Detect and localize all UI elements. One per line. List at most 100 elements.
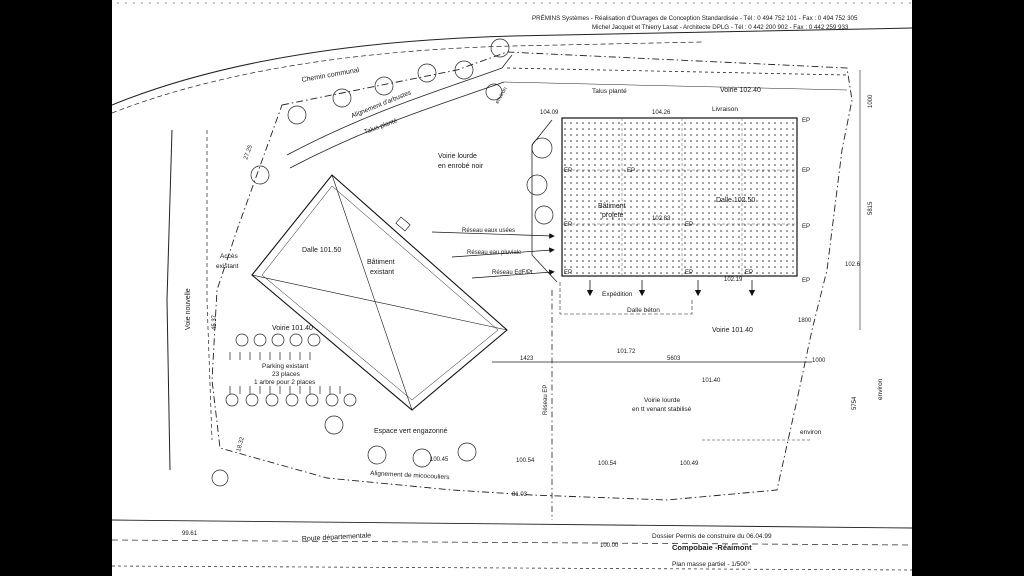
acces-existant-label-2: existant — [216, 263, 239, 270]
tree-cluster-left-of-building — [526, 137, 554, 225]
ep-marker: EP — [802, 118, 810, 124]
batiment-existant-label-2: existant — [370, 269, 394, 276]
voie-nouvelle-edge-left — [166, 129, 173, 471]
talus-label-top: Talus planté — [592, 88, 627, 95]
chemin-communal-label: Chemin communal — [301, 67, 360, 84]
level-104-26: 104.26 — [652, 110, 671, 116]
level-101-40: 101.40 — [702, 378, 721, 384]
parking-label-3: 1 arbre pour 2 places — [254, 379, 316, 386]
voirie-lourde-label: Voirie lourde — [438, 153, 477, 160]
environ-label-top: environ — [495, 86, 509, 105]
dalle-102-50-label: Dalle 102.50 — [716, 197, 755, 204]
level-102-6: 102.6 — [845, 262, 861, 268]
plan-sheet: PRÉMINS Systèmes - Réalisation d'Ouvrage… — [112, 0, 912, 576]
reseau-eaux-pluviales-label: Réseau eau pluviale — [467, 250, 522, 256]
talus-band-left-edge-b — [289, 81, 505, 169]
level-100-54-b: 100.54 — [598, 461, 617, 467]
footer-dossier: Dossier Permis de construire du 06.04.99 — [652, 533, 772, 540]
level-100-49: 100.49 — [680, 461, 699, 467]
parking-label-2: 23 places — [272, 371, 301, 378]
alignement-micocouliers-label: Alignement de micocouliers — [370, 470, 450, 481]
level-100-00: 100.00 — [600, 543, 619, 549]
talus-band-inner-edge — [503, 81, 848, 91]
dim-45-37: 45.37 — [212, 314, 218, 330]
talus-band-left-edge-a — [286, 54, 513, 156]
level-102-83: 102.83 — [652, 216, 671, 222]
level-100-45: 100.45 — [430, 457, 449, 463]
voirie-101-40-right-label: Voirie 101.40 — [712, 327, 753, 334]
batiment-projete-label-1: Bâtiment — [598, 203, 626, 210]
chemin-communal-edge-upper — [112, 27, 912, 106]
dim-5603: 5603 — [667, 356, 681, 362]
ep-marker: EP — [802, 224, 810, 230]
dim-1000: 1000 — [868, 94, 874, 108]
tree-row-top — [250, 38, 510, 185]
ep-markers: EP EP EP EP EP EP EP EP EP EP EP — [564, 118, 810, 284]
voie-nouvelle-label: Voie nouvelle — [185, 288, 192, 330]
reseau-edf-label: Réseau EdF/Pt — [492, 270, 533, 276]
espace-vert-label: Espace vert engazonné — [374, 428, 448, 435]
site-boundary — [211, 51, 853, 501]
chemin-communal-edge-lower — [112, 41, 703, 114]
level-102-19: 102.19 — [724, 277, 743, 283]
alignement-arbustes-label: Alignement d'arbustes — [350, 89, 413, 120]
header-line-2: Michel Jacquet et Thierry Lasat - Archit… — [592, 24, 849, 31]
route-edge-lower — [112, 565, 912, 571]
ep-marker: EP — [685, 222, 693, 228]
talus-label-left: Talus planté — [363, 117, 398, 136]
expedition-label: Expédition — [602, 291, 633, 298]
dim-81-03: 81.03 — [512, 492, 528, 498]
building-access-ramp — [531, 119, 558, 283]
route-centerline — [112, 539, 912, 546]
dim-1423: 1423 — [520, 356, 534, 362]
dim-5815: 5815 — [868, 201, 874, 215]
dim-27-25: 27.25 — [243, 144, 254, 161]
network-lines — [431, 231, 555, 279]
level-101-72: 101.72 — [617, 349, 636, 355]
tree-row-bottom — [211, 415, 477, 487]
level-100-54-a: 100.54 — [516, 458, 535, 464]
dim-1000b: 1000 — [812, 358, 826, 364]
batiment-projete-grid — [562, 118, 797, 276]
ep-marker: EP — [564, 168, 572, 174]
batiment-projete — [561, 117, 798, 277]
dalle-beton-outline — [559, 282, 693, 315]
ep-marker: EP — [685, 270, 693, 276]
reseau-ep-label: Réseau EP — [543, 385, 549, 415]
environ-label-bottom: environ — [800, 429, 822, 436]
ep-marker: EP — [627, 168, 635, 174]
header-line-1: PRÉMINS Systèmes - Réalisation d'Ouvrage… — [532, 15, 858, 22]
footer-project: Compobaie -Réaimont — [672, 543, 752, 552]
level-99-61: 99.61 — [182, 531, 198, 537]
voie-nouvelle-edge-right — [206, 130, 213, 441]
dim-5754: 5754 — [852, 396, 858, 410]
batiment-projete-label-2: projeté — [602, 212, 624, 219]
footer-plan: Plan masse partiel - 1/500° — [672, 560, 751, 568]
batiment-existant-label-1: Bâtiment — [367, 259, 395, 266]
batiment-existant-inner — [261, 185, 499, 401]
parking-trees-and-stalls — [225, 333, 357, 407]
talus-band-top-edge — [506, 67, 848, 76]
enrobe-label: en enrobé noir — [438, 163, 484, 170]
dalle-101-50-label: Dalle 101.50 — [302, 247, 341, 254]
ep-marker: EP — [564, 222, 572, 228]
ep-marker: EP — [802, 278, 810, 284]
ep-marker: EP — [745, 270, 753, 276]
route-edge-upper — [112, 519, 912, 529]
parking-label-1: Parking existant — [262, 363, 308, 370]
livraison-label: Livraison — [712, 106, 738, 113]
dim-18-32: 18.32 — [236, 436, 246, 453]
site-plan-drawing: PRÉMINS Systèmes - Réalisation d'Ouvrage… — [112, 2, 912, 571]
ep-marker: EP — [564, 270, 572, 276]
voirie-101-40-left-label: Voirie 101.40 — [272, 325, 313, 332]
acces-existant-label-1: Accès — [220, 253, 238, 260]
ep-marker: EP — [802, 168, 810, 174]
reseau-eaux-usees-label: Réseau eaux usées — [462, 228, 515, 234]
batiment-existant-diagonals — [251, 174, 508, 411]
sol-stabilise-label: en tt venant stabilisé — [632, 406, 692, 413]
route-departementale-label: Route départementale — [302, 532, 372, 543]
voirie-lourde-2-label: Voirie lourde — [644, 397, 681, 404]
level-104-09: 104.09 — [540, 110, 559, 116]
dim-1800: 1800 — [798, 318, 812, 324]
environ-label-right: environ — [877, 378, 884, 400]
